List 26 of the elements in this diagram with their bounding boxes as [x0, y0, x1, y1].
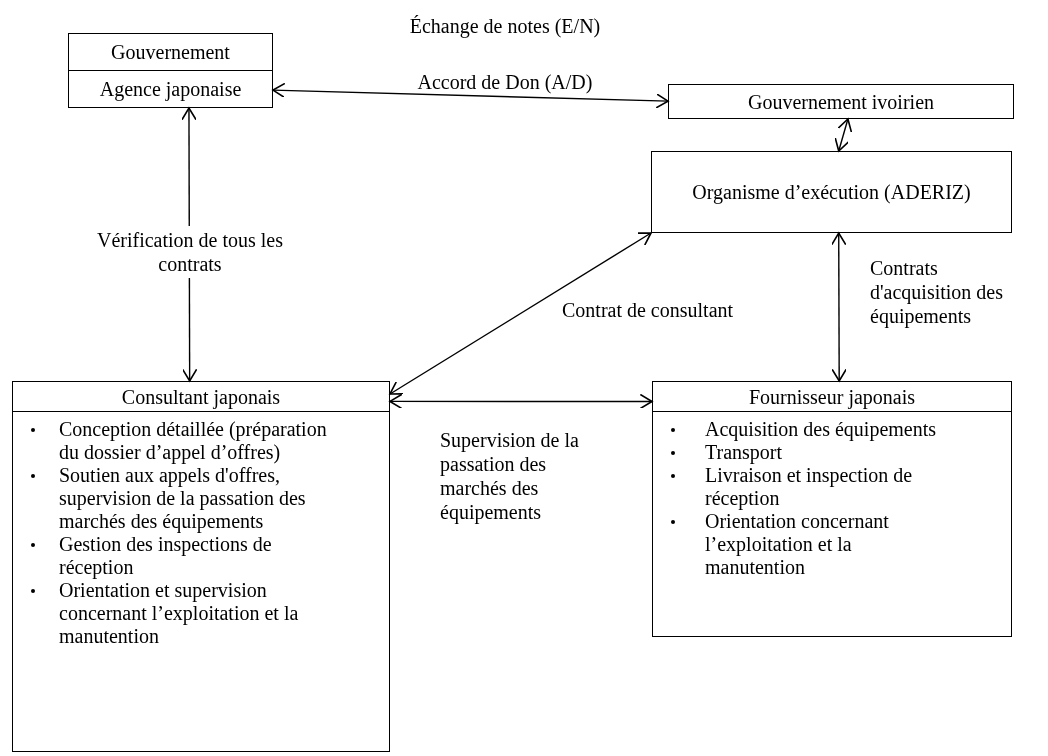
edge-label: Supervision de la passation des marchés des équipements: [440, 428, 580, 524]
list-item-text: Conception détaillée (préparation du dossier d’appel d’offres): [59, 418, 327, 463]
edge-label: Échange de notes (E/N): [408, 14, 602, 38]
list-item-text: Orientation et supervision concernant l’exploitation et la manutention: [59, 579, 299, 647]
edge-label: Contrats d'acquisition des équipements: [870, 256, 1005, 328]
list-item-text: Orientation concernant l’exploitation et la manutention: [705, 510, 889, 578]
double-arrow: [272, 82, 669, 109]
double-arrow: [834, 118, 853, 152]
list-item-text: Acquisition des équipements: [705, 418, 937, 440]
edge-label: Contrat de consultant: [562, 298, 735, 322]
card-title: Consultant japonais: [121, 384, 281, 409]
process-card: [12, 381, 390, 752]
card-title: Fournisseur japonais: [748, 384, 916, 409]
process-box: Agence japonaise: [68, 70, 273, 108]
double-arrow: [830, 232, 847, 382]
list-item-text: Livraison et inspection de réception: [705, 464, 913, 509]
agreement-note: Accord de Don (A/D): [416, 70, 594, 94]
process-card: [652, 381, 1012, 637]
list-item-text: Transport: [705, 441, 783, 463]
list-item-text: Soutien aux appels d'offres, supervision de la passation des marchés des équipements: [59, 464, 306, 532]
double-arrow: [389, 393, 653, 410]
double-arrow: [389, 232, 652, 395]
process-box: Organisme d’exécution (ADERIZ): [651, 151, 1012, 233]
process-box: Gouvernement: [68, 33, 273, 71]
list-item-text: Gestion des inspections de réception: [59, 533, 272, 578]
process-box: Gouvernement ivoirien: [668, 84, 1014, 119]
